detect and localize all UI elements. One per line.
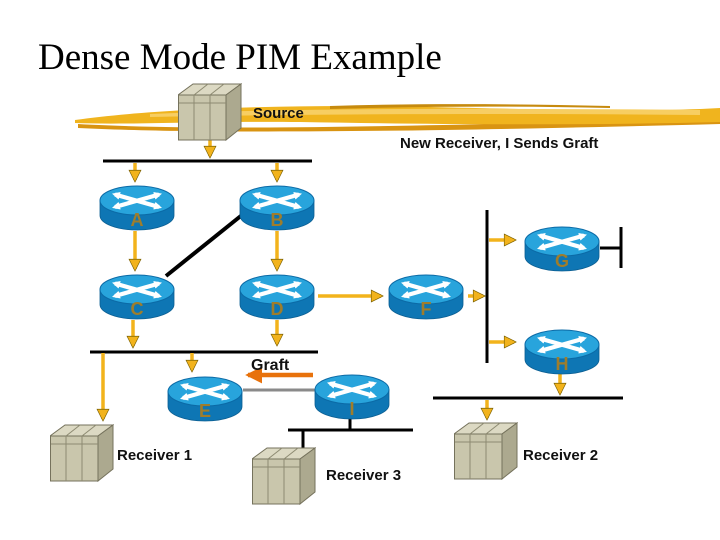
multicast-flow-arrows xyxy=(103,139,560,419)
receiver1-label: Receiver 1 xyxy=(117,447,192,464)
router-label-h: H xyxy=(556,354,569,374)
routers: A B C D F G H E I xyxy=(100,186,599,421)
receiver2-label: Receiver 2 xyxy=(523,447,598,464)
link-b-to-c-diagonal xyxy=(164,213,244,278)
router-label-d: D xyxy=(271,299,284,319)
router-label-a: A xyxy=(131,210,144,230)
router-label-b: B xyxy=(271,210,284,230)
new-receiver-note: New Receiver, I Sends Graft xyxy=(400,135,598,152)
router-label-i: I xyxy=(349,399,354,419)
yellow-brush-stroke xyxy=(75,104,720,132)
router-label-c: C xyxy=(131,299,144,319)
router-label-f: F xyxy=(421,299,432,319)
receiver2-host-icon xyxy=(454,422,518,480)
source-host-icon xyxy=(178,83,242,141)
router-label-e: E xyxy=(199,401,211,421)
router-label-g: G xyxy=(555,251,569,271)
slide-title: Dense Mode PIM Example xyxy=(38,37,442,78)
source-label: Source xyxy=(253,105,304,122)
graft-label: Graft xyxy=(251,357,290,374)
text-annotations: Source New Receiver, I Sends Graft Graft… xyxy=(117,105,598,484)
receiver3-label: Receiver 3 xyxy=(326,467,401,484)
receiver3-host-icon xyxy=(252,447,316,505)
receiver1-host-icon xyxy=(50,424,114,482)
lan-segments xyxy=(90,159,623,448)
